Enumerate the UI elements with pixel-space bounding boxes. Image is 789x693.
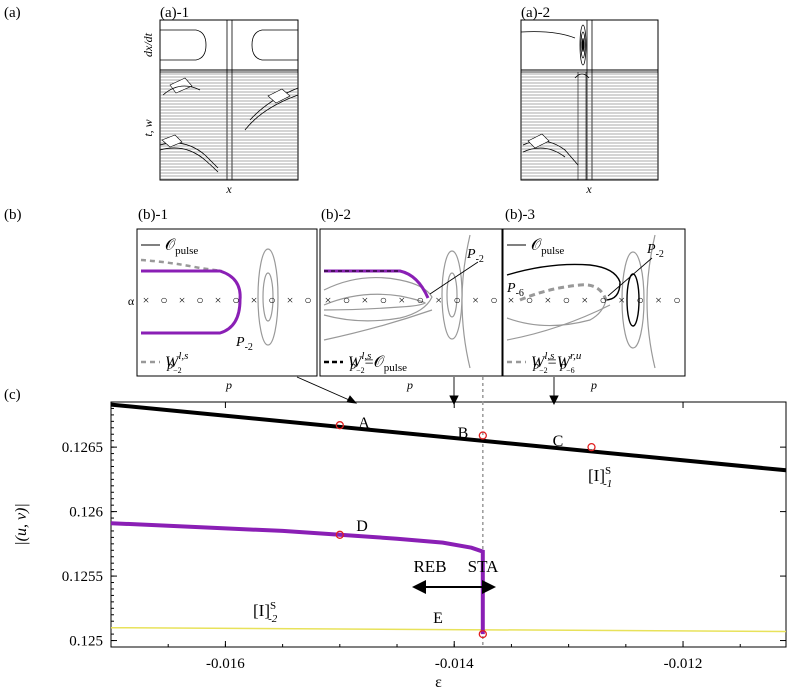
b2-p-minus2: P-2 <box>466 247 484 265</box>
a1-ylabel-top: dx/dt <box>141 32 155 57</box>
fixed-point-x: × <box>215 293 222 307</box>
fixed-point-x: × <box>287 293 294 307</box>
fixed-point-x: × <box>435 293 442 307</box>
fixed-point-x: × <box>251 293 258 307</box>
fixed-point-x: × <box>618 293 625 307</box>
b-to-c-arrows <box>296 376 559 406</box>
fixed-point-o: ○ <box>160 293 167 307</box>
x-tick-label: -0.016 <box>206 656 245 672</box>
panel-a2: (a)-2 x <box>520 5 659 196</box>
fixed-point-o: ○ <box>526 293 533 307</box>
y-axis-label: |(u, v)| <box>13 503 30 546</box>
fixed-point-o: ○ <box>600 293 607 307</box>
fixed-point-x: × <box>581 293 588 307</box>
point-d-label: D <box>356 518 368 535</box>
fixed-point-o: ○ <box>268 293 275 307</box>
branch-lower-label: [I]S-2 <box>253 600 278 625</box>
fixed-point-o: ○ <box>563 293 570 307</box>
panel-a2-label: (a)-2 <box>521 5 550 21</box>
fixed-point-x: × <box>143 293 150 307</box>
x-tick-label: -0.012 <box>664 656 703 672</box>
series-line-0 <box>110 402 787 473</box>
fixed-point-x: × <box>361 293 368 307</box>
fixed-point-x: × <box>472 293 479 307</box>
a1-ylabel-bottom: t, w <box>141 119 155 136</box>
point-b-label: B <box>458 425 469 442</box>
marker-C <box>587 442 596 452</box>
fixed-point-o: ○ <box>232 293 239 307</box>
fixed-point-o: ○ <box>343 293 350 307</box>
x-tick-label: -0.014 <box>435 656 474 672</box>
branch-upper-label: [I]S-1 <box>588 465 612 490</box>
b3-o-pulse: 𝒪pulse <box>531 237 564 257</box>
panel-a1: (a)-1 t, w dx/dt x <box>141 5 299 196</box>
series-line-2 <box>110 521 485 635</box>
y-tick-label: 0.1265 <box>62 440 103 456</box>
fixed-point-x: × <box>325 293 332 307</box>
fixed-point-x: × <box>655 293 662 307</box>
panel-b1-label: (b)-1 <box>138 207 168 223</box>
marker-D <box>335 530 344 539</box>
fixed-point-o: ○ <box>304 293 311 307</box>
b2-xlabel: p <box>406 378 413 392</box>
y-tick-label: 0.126 <box>69 505 103 521</box>
fixed-point-o: ○ <box>636 293 643 307</box>
b3-p-minus6: P-6 <box>506 281 524 299</box>
fixed-point-o: ○ <box>196 293 203 307</box>
b1-o-pulse: 𝒪pulse <box>165 237 198 257</box>
panel-c-label: (c) <box>4 387 21 403</box>
panel-a1-label: (a)-1 <box>160 5 189 21</box>
fixed-point-o: ○ <box>453 293 460 307</box>
y-tick-label: 0.1255 <box>62 569 103 585</box>
reb-sta-arrow <box>412 580 496 594</box>
fixed-point-x: × <box>179 293 186 307</box>
b-ylabel: α <box>128 294 135 308</box>
fixed-point-x: × <box>398 293 405 307</box>
marker-E <box>478 629 487 639</box>
panel-b-label: (b) <box>4 207 22 223</box>
a2-xlabel: x <box>585 182 592 196</box>
marker-B <box>478 431 487 440</box>
point-e-label: E <box>433 610 443 627</box>
b3-p-minus2: P-2 <box>646 242 664 260</box>
point-a-label: A <box>358 415 370 432</box>
point-c-label: C <box>553 433 564 450</box>
series-line-1 <box>110 626 787 633</box>
marker-A <box>335 421 344 430</box>
fixed-point-o: ○ <box>490 293 497 307</box>
fixed-point-o: ○ <box>417 293 424 307</box>
fixed-point-x: × <box>508 293 515 307</box>
reb-label: REB <box>413 557 446 576</box>
panel-a-label: (a) <box>4 5 21 21</box>
fixed-point-x: × <box>544 293 551 307</box>
b3-xlabel: p <box>590 378 597 392</box>
panel-b3-label: (b)-3 <box>505 207 535 223</box>
b1-xlabel: p <box>225 378 232 392</box>
y-tick-label: 0.125 <box>69 634 103 650</box>
b1-p-minus2: P-2 <box>235 335 253 353</box>
a1-xlabel: x <box>225 182 232 196</box>
sta-label: STA <box>468 557 499 576</box>
panel-b2-label: (b)-2 <box>321 207 351 223</box>
x-axis-label: ε <box>435 674 442 691</box>
fixed-point-o: ○ <box>380 293 387 307</box>
chart-c: -0.016 -0.014 -0.012 0.125 0.1255 0.126 0.1265… <box>13 401 787 691</box>
fixed-point-o: ○ <box>673 293 680 307</box>
